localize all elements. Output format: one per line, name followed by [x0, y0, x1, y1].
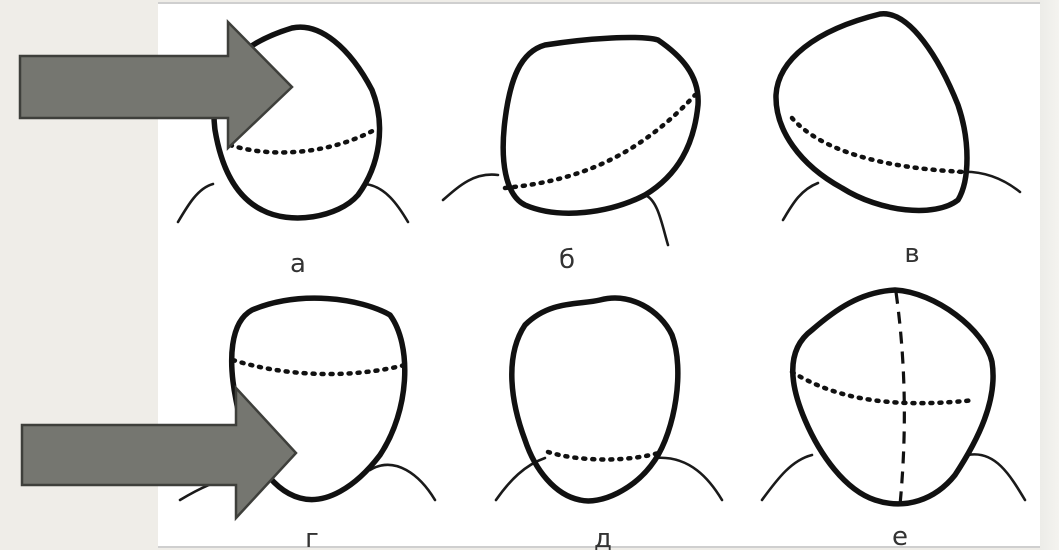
neck-left-v — [783, 183, 818, 220]
label-b: б — [559, 245, 575, 275]
head-outline-b — [503, 38, 698, 214]
arrow-right-top — [20, 22, 292, 148]
neck-right-e — [968, 454, 1025, 500]
dotted-line-b — [505, 95, 695, 188]
label-d: д — [594, 524, 612, 550]
head-shape-b2 — [776, 14, 1020, 220]
label-e: е — [892, 522, 908, 550]
head-shape-b — [443, 38, 698, 245]
head-outline-v — [776, 14, 967, 211]
head-shape-e — [762, 290, 1025, 505]
dotted-line-a — [230, 128, 378, 152]
label-a: а — [290, 249, 306, 279]
neck-right-b — [645, 195, 668, 245]
label-g: г — [305, 524, 319, 550]
head-outline-d — [512, 298, 678, 501]
neck-left-e — [762, 455, 812, 500]
neck-right-g — [370, 465, 435, 500]
arrow-right-bottom — [22, 388, 296, 518]
label-v: в — [904, 239, 919, 269]
head-outline-e — [793, 290, 993, 504]
neck-left-b — [443, 175, 498, 200]
neck-right-d — [655, 458, 722, 500]
dashed-line-e — [896, 292, 904, 505]
dotted-line-e — [792, 372, 975, 403]
dotted-line-d — [548, 452, 662, 460]
head-shape-d — [496, 298, 722, 501]
neck-left-a — [178, 184, 213, 222]
dotted-line-v — [792, 118, 965, 172]
dotted-line-g — [233, 360, 405, 374]
neck-right-a — [365, 184, 408, 222]
